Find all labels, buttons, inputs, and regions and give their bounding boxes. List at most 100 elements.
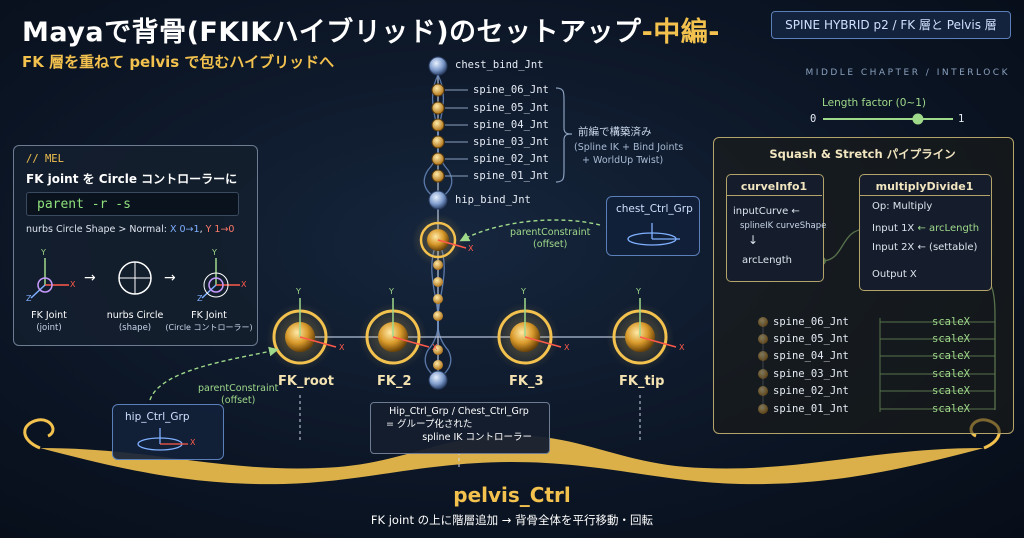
chapter-label: MIDDLE CHAPTER / INTERLOCK bbox=[805, 68, 1010, 78]
mel-item-3-sub: (Circle コントローラー) bbox=[165, 323, 253, 332]
spine-04-label: spine_04_Jnt bbox=[473, 119, 549, 131]
curveinfo-output: arcLength bbox=[742, 255, 793, 266]
fk-2-axis-x bbox=[392, 336, 430, 348]
mel-code[interactable]: parent -r -s bbox=[26, 192, 239, 216]
chest-constraint-line1: parentConstraint bbox=[510, 227, 591, 238]
mel-heading: FK joint を Circle コントローラーに bbox=[26, 172, 238, 186]
page-subtitle: FK 層を重ねて pelvis で包むハイブリッドへ bbox=[22, 53, 335, 71]
fk-tip-axis-x bbox=[639, 336, 677, 348]
fk-root-y: Y bbox=[296, 287, 301, 296]
hip-bind-joint bbox=[428, 190, 448, 210]
mel-axis-x-1: X bbox=[70, 280, 76, 289]
chest-ctrl-grp-label: chest_Ctrl_Grp bbox=[616, 203, 693, 215]
chest-bind-joint bbox=[428, 56, 448, 76]
nurbs-circle-icon bbox=[118, 261, 152, 295]
hip-constraint-line1: parentConstraint bbox=[198, 383, 279, 394]
mel-item-3-title: FK Joint bbox=[191, 310, 227, 321]
sq-joint-04-label: spine_04_Jnt bbox=[773, 350, 849, 362]
chest-constraint-line2: (offset) bbox=[533, 239, 568, 250]
fk-2-y: Y bbox=[389, 287, 394, 296]
sq-joint-01-label: spine_01_Jnt bbox=[773, 403, 849, 415]
spine-note-title: 前編で構築済み bbox=[578, 126, 652, 138]
sq-target-04: scaleX bbox=[932, 350, 970, 362]
curveinfo-node[interactable] bbox=[726, 174, 824, 282]
pelvis-caption: FK joint の上に階層追加 → 背骨全体を平行移動・回転 bbox=[370, 513, 654, 527]
mel-arrow-1: → bbox=[84, 270, 96, 286]
pelvis-ctrl-label: pelvis_Ctrl bbox=[453, 483, 571, 507]
mel-tag: // MEL bbox=[26, 153, 64, 165]
joint-gizmo-icon bbox=[30, 258, 69, 299]
pelvis-swoosh bbox=[40, 435, 984, 485]
fk-3-controller bbox=[491, 298, 562, 371]
multiplydivide-node[interactable] bbox=[859, 174, 992, 291]
spine-joint-01 bbox=[431, 169, 445, 183]
curveinfo-source: splineIK curveShape bbox=[740, 221, 827, 231]
mel-item-1-title: FK Joint bbox=[31, 310, 67, 321]
hip-bind-label: hip_bind_Jnt bbox=[455, 194, 531, 206]
mel-normal-sep: , bbox=[199, 224, 206, 235]
multiply-in1-src: ← arcLength bbox=[917, 223, 980, 234]
lower-joint-2 bbox=[433, 277, 443, 287]
fk-3-axis-x bbox=[524, 336, 562, 348]
chest-controller-ring bbox=[419, 221, 457, 259]
spine-joint-03 bbox=[431, 135, 445, 149]
pelvis-swoosh-curl-left bbox=[23, 418, 55, 450]
multiply-in1: Input 1X ← arcLength bbox=[872, 223, 979, 234]
sq-joint-03-label: spine_03_Jnt bbox=[773, 368, 849, 380]
hipbox-line1: Hip_Ctrl_Grp / Chest_Ctrl_Grp bbox=[389, 406, 529, 417]
mel-item-3: FK Joint (Circle コントローラー) bbox=[164, 310, 254, 334]
fk-joint-circle-icon bbox=[201, 258, 240, 299]
sq-target-01: scaleX bbox=[932, 403, 970, 415]
fk-3-label: FK_3 bbox=[509, 374, 544, 389]
chest-x: X bbox=[468, 244, 474, 253]
hipbox-line3: spline IK コントローラー bbox=[422, 432, 532, 443]
fk-tip-controller bbox=[606, 298, 677, 371]
spine-joint-02 bbox=[431, 152, 445, 166]
chapter-badge: SPINE HYBRID p2 / FK 層と Pelvis 層 bbox=[771, 11, 1011, 39]
mel-item-1-sub: (joint) bbox=[36, 323, 62, 333]
spine-note-line1: (Spline IK + Bind Joints bbox=[574, 142, 684, 153]
length-slider-knob[interactable] bbox=[912, 113, 924, 125]
multiply-in2-src: ← (settable) bbox=[917, 242, 978, 253]
lower-joint-3 bbox=[433, 294, 443, 304]
fk-2-controller bbox=[359, 298, 430, 371]
chest-axis-x bbox=[437, 239, 467, 249]
curveinfo-input: inputCurve ← bbox=[733, 206, 800, 217]
chest-ctrl-grp-box[interactable] bbox=[606, 196, 700, 256]
fk-root-axis-x bbox=[299, 336, 337, 348]
fk-tip-y: Y bbox=[636, 287, 641, 296]
multiply-name: multiplyDivide1 bbox=[875, 180, 974, 193]
mel-normal-x: X 0→1 bbox=[169, 224, 200, 235]
hip-grp-x: X bbox=[190, 438, 196, 447]
sq-target-05: scaleX bbox=[932, 333, 970, 345]
fk-root-x: X bbox=[339, 343, 345, 352]
spine-joint-06 bbox=[431, 83, 445, 97]
multiply-in2-label: Input 2X bbox=[872, 242, 915, 253]
page-title: Mayaで背骨(FKIKハイブリッド)のセットアップ-中編- bbox=[22, 10, 720, 49]
sq-joint-05-label: spine_05_Jnt bbox=[773, 333, 849, 345]
fk-2-x: X bbox=[432, 343, 438, 352]
mel-normal-line: nurbs Circle Shape > Normal: X 0→1, Y 1→… bbox=[26, 224, 234, 235]
sq-target-03: scaleX bbox=[932, 368, 970, 380]
sq-joint-06-label: spine_06_Jnt bbox=[773, 316, 849, 328]
mel-axis-z-2: Z bbox=[197, 294, 203, 303]
length-slider-label: Length factor (0~1) bbox=[822, 97, 927, 109]
spine-joint-group bbox=[431, 83, 445, 183]
bottom-bind-joint bbox=[428, 370, 448, 390]
spine-05-label: spine_05_Jnt bbox=[473, 102, 549, 114]
lower-joint-4 bbox=[433, 311, 443, 321]
hip-ctrl-grp-box[interactable] bbox=[112, 404, 224, 460]
hipbox-line2: = グループ化された bbox=[386, 419, 473, 430]
chest-bind-label: chest_bind_Jnt bbox=[455, 59, 544, 71]
title-main: Mayaで背骨(FKIKハイブリッド)のセットアップ bbox=[22, 17, 642, 48]
spine-01-label: spine_01_Jnt bbox=[473, 170, 549, 182]
title-accent: -中編- bbox=[641, 17, 720, 48]
hip-chest-grp-note-box bbox=[370, 402, 550, 454]
hip-constraint-line2: (offset) bbox=[221, 395, 256, 406]
mel-item-1: FK Joint (joint) bbox=[20, 310, 78, 334]
mel-axis-y-1: Y bbox=[41, 248, 46, 257]
fk-root-controller bbox=[266, 298, 337, 371]
multiply-op: Op: Multiply bbox=[872, 201, 933, 212]
